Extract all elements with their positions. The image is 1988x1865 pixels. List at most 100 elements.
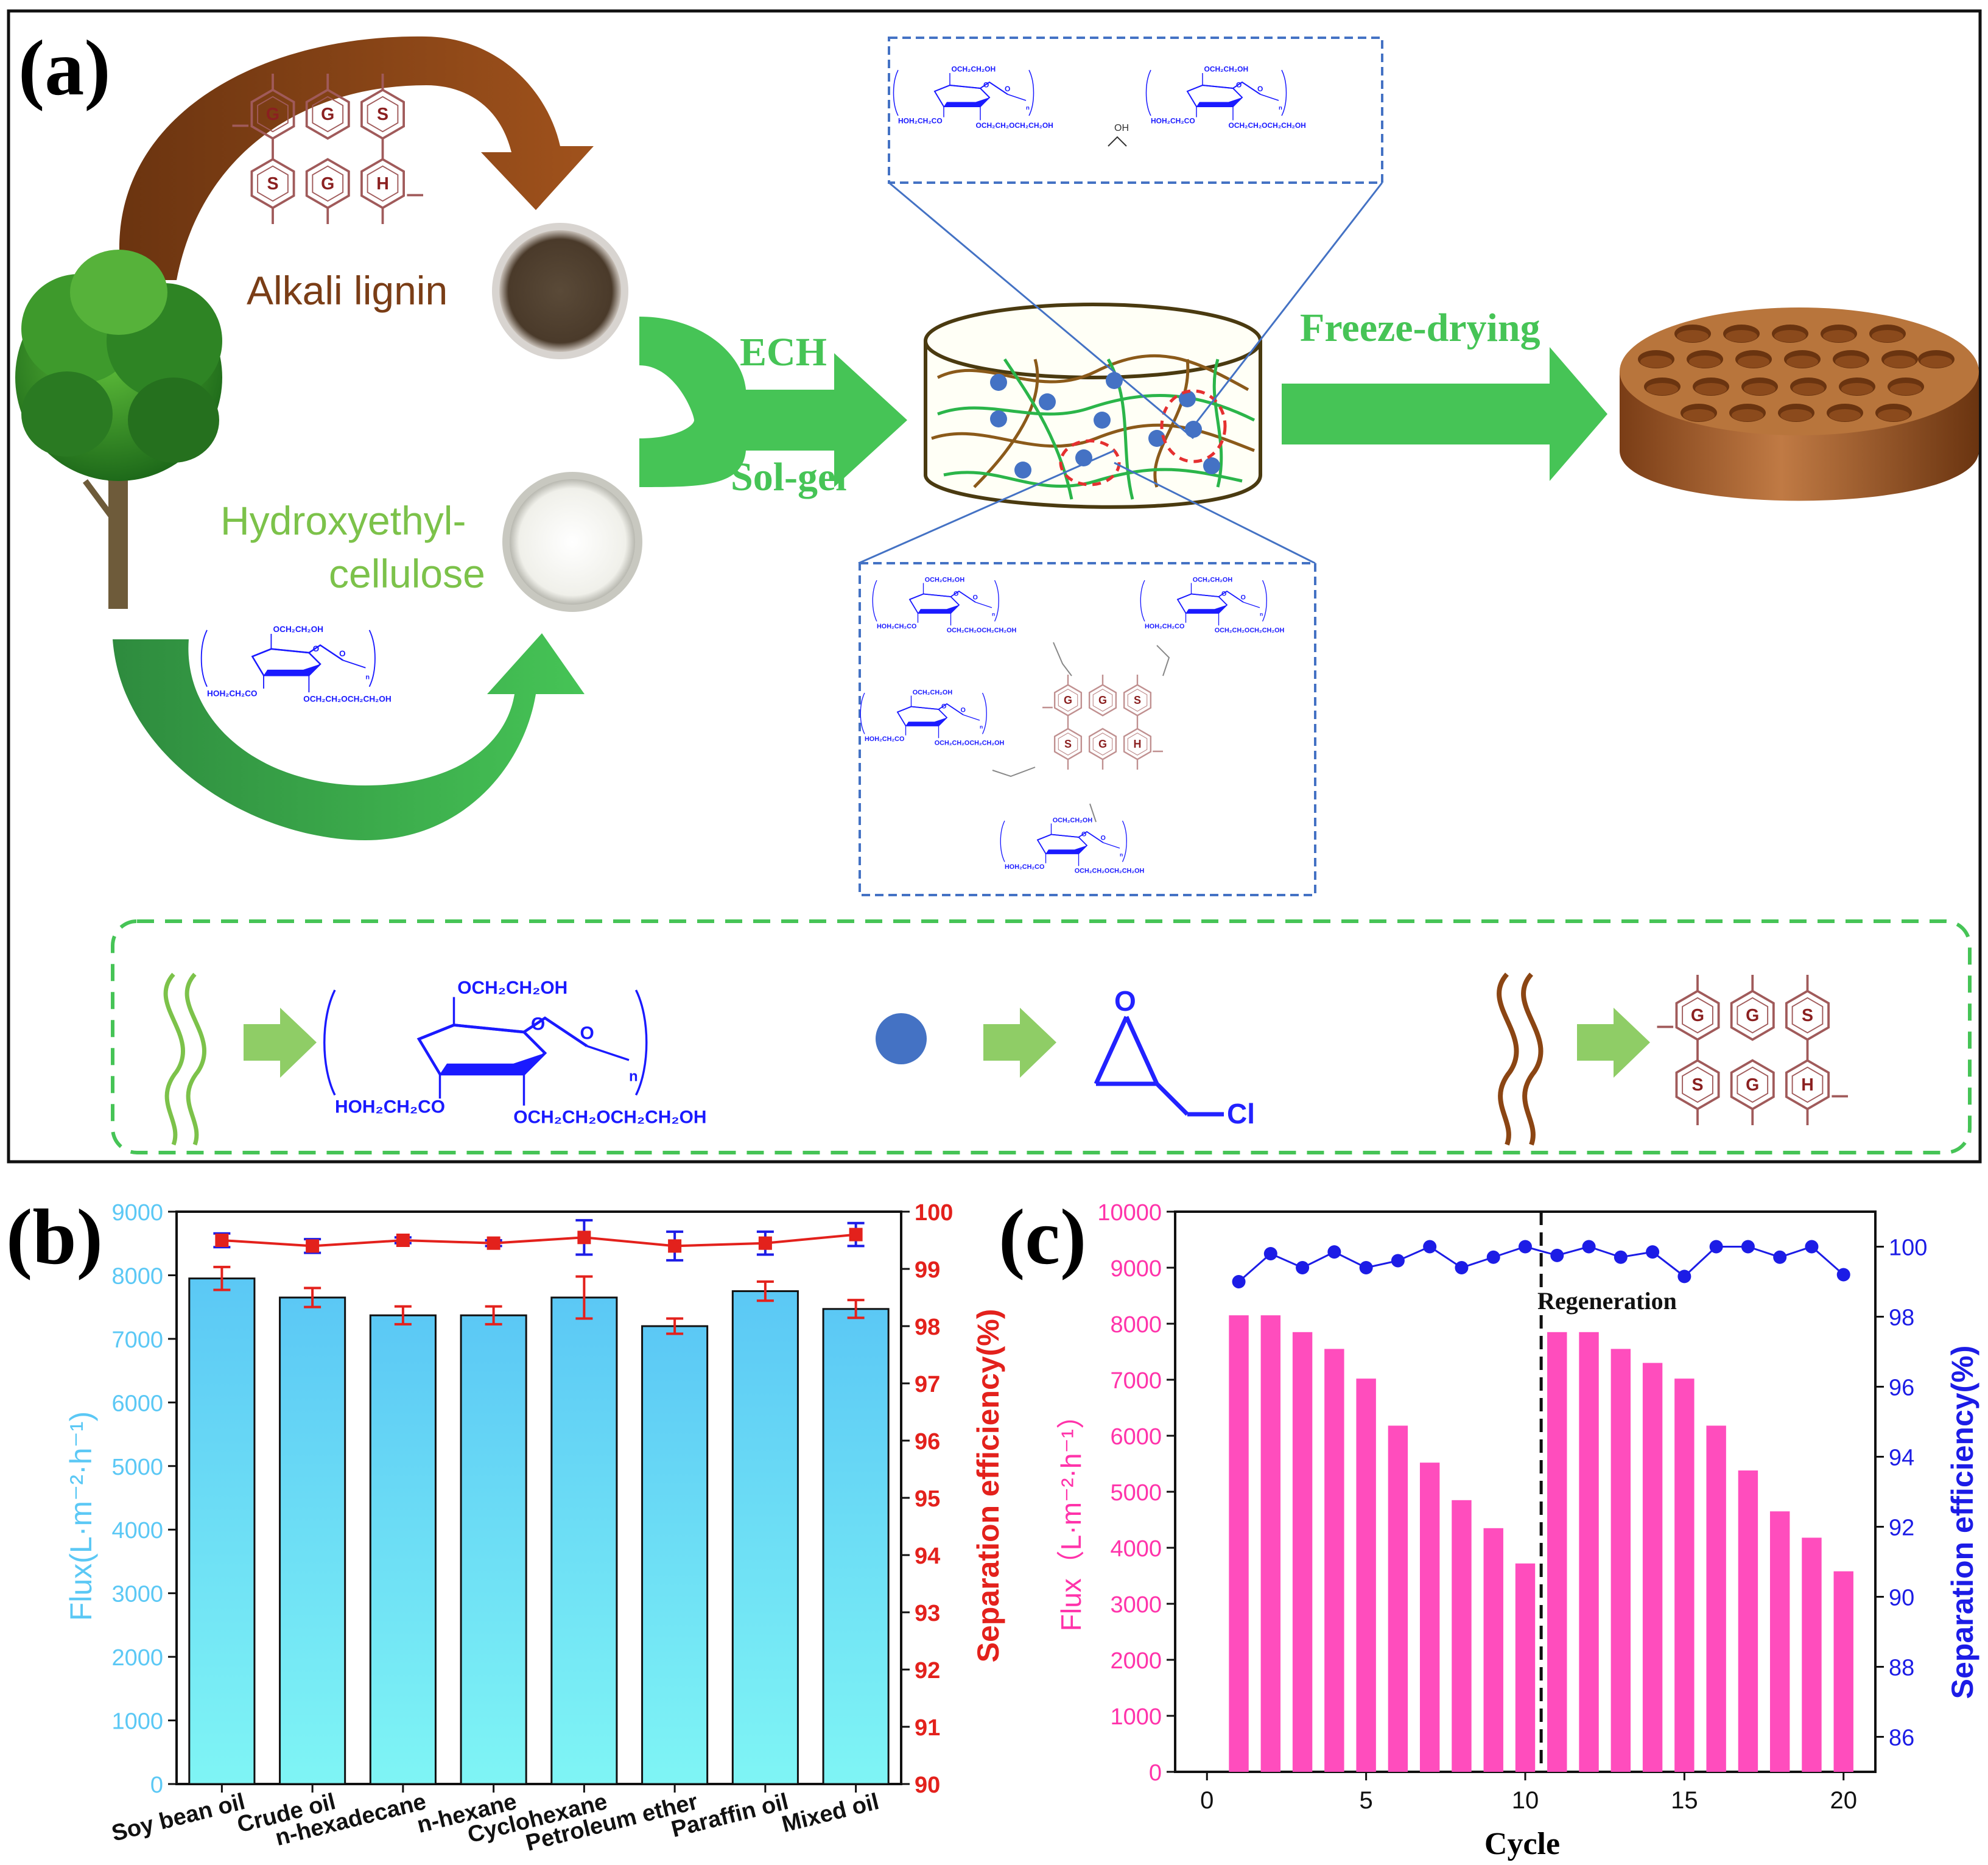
- efficiency-point: [1359, 1261, 1373, 1274]
- efficiency-point: [1296, 1261, 1310, 1274]
- efficiency-point: [1423, 1240, 1437, 1254]
- efficiency-point: [758, 1236, 772, 1250]
- hec-top-group: OCH₂CH₂OH: [952, 65, 996, 74]
- flux-bar: [369, 1314, 437, 1785]
- y-tick-label: 6000: [1110, 1424, 1162, 1450]
- efficiency-point: [1263, 1247, 1277, 1260]
- y-tick-label: 5000: [1110, 1480, 1162, 1506]
- y-tick-label: 4000: [1110, 1536, 1162, 1562]
- lignin-ring: [1053, 684, 1083, 717]
- lignin-ring: [305, 88, 350, 140]
- y2-tick-label: 98: [1889, 1305, 1914, 1331]
- svg-text:O: O: [580, 1024, 594, 1044]
- flux-bar: [1769, 1511, 1790, 1772]
- flux-bar: [1610, 1349, 1631, 1772]
- flux-bar: [1452, 1500, 1472, 1772]
- regeneration-label: Regeneration: [1537, 1287, 1677, 1315]
- y-tick-label: 1000: [111, 1709, 163, 1735]
- flux-bar: [1833, 1571, 1853, 1772]
- efficiency-point: [1582, 1240, 1596, 1254]
- hec-top-group: OCH₂CH₂OH: [1193, 576, 1233, 583]
- svg-text:O: O: [1236, 81, 1242, 90]
- efficiency-point: [1836, 1268, 1850, 1282]
- svg-text:O: O: [531, 1014, 545, 1034]
- svg-text:O: O: [1005, 85, 1010, 93]
- y-tick-label: 9000: [1110, 1256, 1162, 1282]
- y-tick-label: 1000: [1110, 1704, 1162, 1730]
- y2-tick-label: 91: [915, 1715, 940, 1741]
- y2-tick-label: 92: [915, 1658, 940, 1684]
- panel-b: (b) 010002000300040005000600070008000900…: [6, 1193, 1005, 1856]
- y2-tick-label: 96: [915, 1429, 940, 1455]
- legend-box: [111, 919, 1972, 1154]
- flux-bar: [1260, 1315, 1281, 1772]
- lignin-ring: [1730, 989, 1775, 1041]
- svg-text:O: O: [1257, 85, 1263, 93]
- chart-b-ylabel: Flux(L·m⁻²·h⁻¹): [64, 1411, 98, 1621]
- flux-bar: [1579, 1332, 1599, 1772]
- hec-right-group: OCH₂CH₂OCH₂CH₂OH: [303, 695, 392, 704]
- y-tick-label: 8000: [1110, 1312, 1162, 1338]
- ring-label: S: [377, 105, 388, 124]
- ring-label: G: [1691, 1006, 1704, 1025]
- hec-top-group: OCH₂CH₂OH: [1053, 817, 1093, 824]
- lignin-ring: [1123, 728, 1152, 760]
- svg-text:n: n: [1260, 611, 1263, 617]
- y-tick-label: 0: [150, 1772, 163, 1798]
- y-tick-label: 9000: [111, 1200, 163, 1226]
- ring-label: G: [1746, 1006, 1759, 1025]
- flux-bar: [1706, 1425, 1726, 1772]
- aerogel-disk: [1620, 307, 1979, 501]
- y2-tick-label: 98: [915, 1315, 940, 1340]
- x-tick-label: 15: [1671, 1787, 1698, 1814]
- efficiency-point: [1805, 1240, 1819, 1254]
- efficiency-point: [1391, 1254, 1405, 1268]
- y-tick-label: 5000: [111, 1455, 163, 1480]
- panel-b-label: (b): [6, 1193, 103, 1281]
- y2-tick-label: 92: [1889, 1516, 1914, 1541]
- y-tick-label: 6000: [111, 1391, 163, 1416]
- lignin-ring: [1088, 684, 1117, 717]
- svg-text:O: O: [941, 703, 946, 711]
- svg-text:O: O: [1101, 835, 1106, 842]
- svg-text:n: n: [992, 611, 995, 617]
- panel-c-label: (c): [999, 1193, 1086, 1281]
- ring-label: G: [1098, 694, 1107, 706]
- flux-bar: [1674, 1379, 1695, 1772]
- efficiency-point: [1614, 1250, 1628, 1264]
- lignin-arc-arrow: [119, 36, 594, 280]
- flux-bar: [822, 1308, 890, 1785]
- hec-top-group: OCH₂CH₂OH: [913, 689, 953, 696]
- svg-text:O: O: [973, 594, 978, 602]
- hec-left-group: HOH₂CH₂CO: [1145, 623, 1184, 630]
- lignin-ring: [1053, 728, 1083, 760]
- hec-right-group: OCH₂CH₂OCH₂CH₂OH: [1215, 627, 1285, 634]
- legend-ech: O Cl: [876, 985, 1255, 1129]
- tree-icon: [15, 250, 222, 609]
- chart-b-y2label: Separation efficiency(%): [971, 1309, 1005, 1663]
- hec-right-group: OCH₂CH₂OCH₂CH₂OH: [935, 740, 1005, 747]
- flux-bar: [1324, 1349, 1344, 1772]
- hec-left-group: HOH₂CH₂CO: [898, 117, 943, 125]
- y-tick-label: 7000: [111, 1327, 163, 1353]
- flux-bar: [279, 1296, 346, 1785]
- panel-a-label: (a): [18, 24, 111, 112]
- y2-tick-label: 100: [915, 1200, 953, 1226]
- y2-tick-label: 90: [1889, 1586, 1914, 1611]
- svg-text:O: O: [954, 591, 958, 598]
- y-tick-label: 10000: [1097, 1200, 1162, 1226]
- flux-bar: [1292, 1332, 1313, 1772]
- ring-label: G: [1064, 694, 1072, 706]
- svg-text:n: n: [365, 673, 370, 681]
- flux-bar: [1483, 1528, 1503, 1772]
- freeze-drying-label: Freeze-drying: [1300, 306, 1540, 350]
- y2-tick-label: 94: [1889, 1445, 1914, 1471]
- flux-bar: [1419, 1463, 1440, 1772]
- svg-text:O: O: [983, 81, 989, 90]
- svg-text:O: O: [1241, 594, 1246, 602]
